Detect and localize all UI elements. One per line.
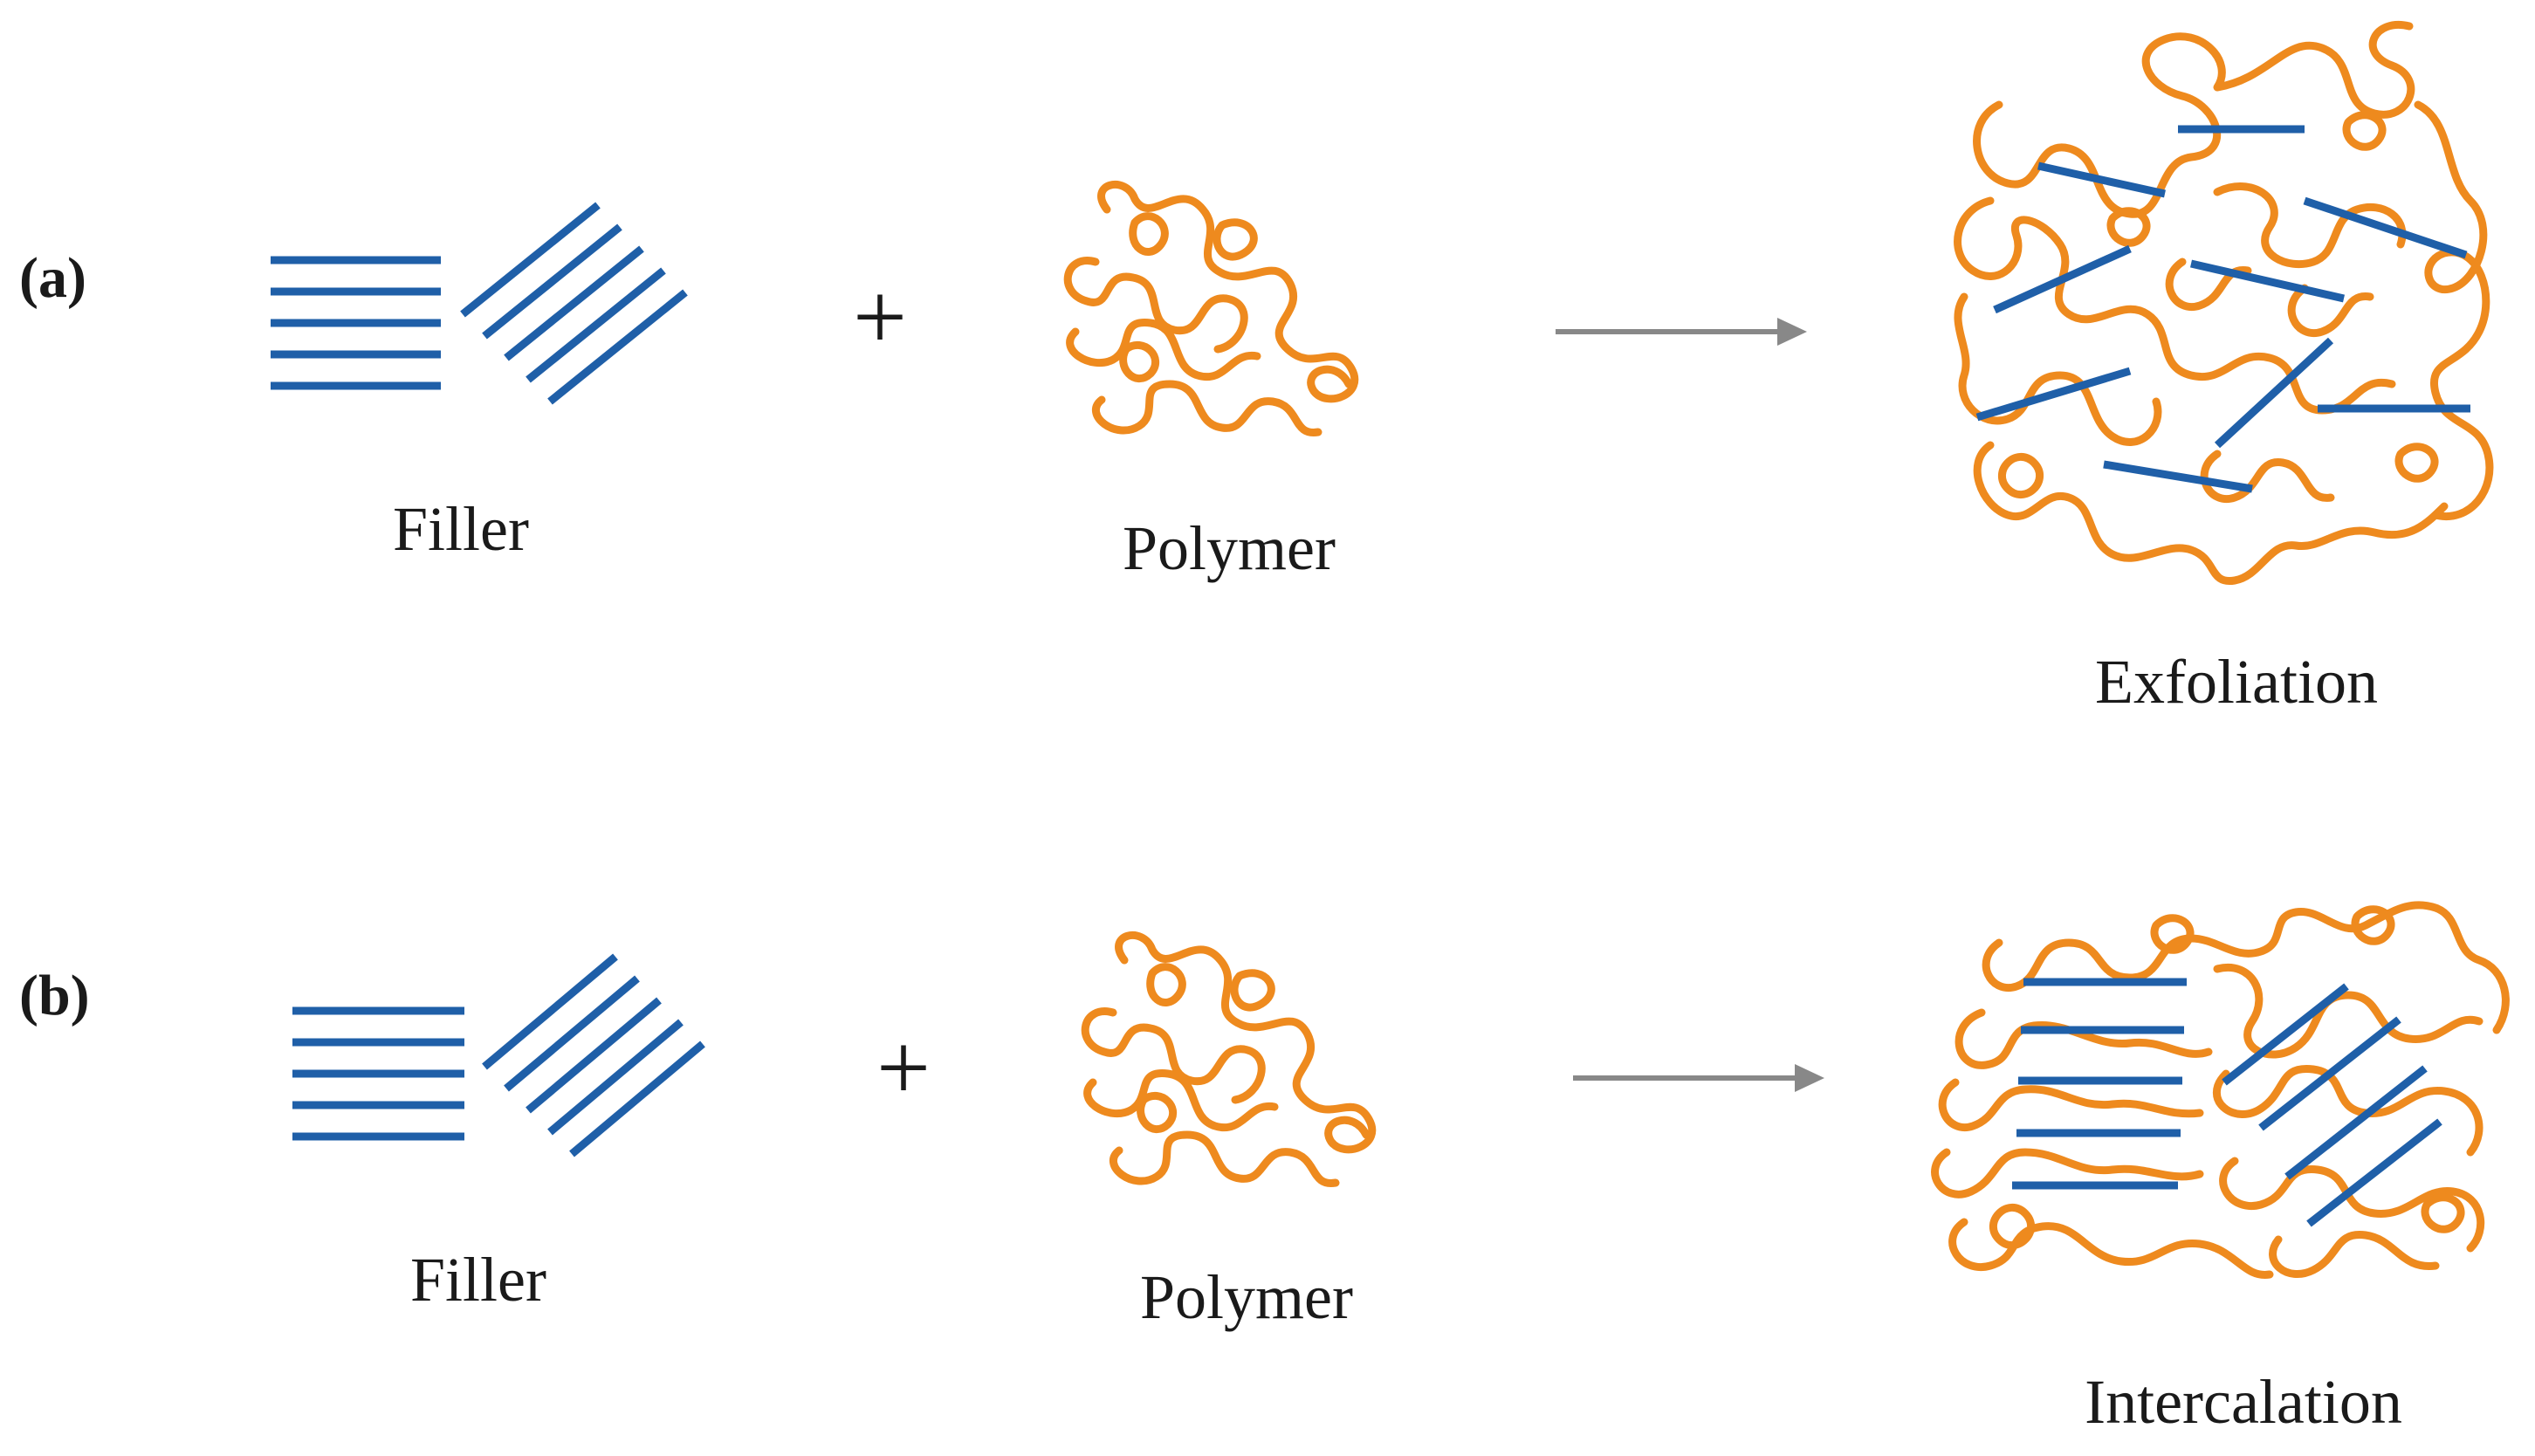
filler-sheet	[547, 289, 688, 405]
panel-label-b: (b)	[19, 964, 90, 1027]
filler-sheet	[2284, 1065, 2428, 1180]
filler-sheet	[504, 975, 640, 1092]
arrow-a	[1556, 318, 1807, 346]
filler-sheet	[2258, 1016, 2401, 1131]
intercalation-structure	[1931, 901, 2510, 1279]
filler-sheet	[547, 1019, 684, 1136]
filler-sheet	[2303, 196, 2468, 259]
filler-stack-a	[271, 202, 688, 405]
result-label-a: Exfoliation	[2095, 647, 2378, 717]
arrow-b	[1573, 1064, 1824, 1092]
filler-sheet	[1993, 244, 2132, 314]
filler-sheet	[460, 202, 601, 318]
filler-label-b: Filler	[410, 1245, 546, 1315]
plus-sign-a: +	[853, 264, 907, 370]
filler-sheet	[569, 1040, 705, 1157]
filler-stack-b	[292, 953, 705, 1157]
filler-sheet	[482, 953, 618, 1070]
svg-text:+: +	[876, 1014, 931, 1121]
polymer-coil-a	[1063, 181, 1359, 436]
filler-sheet	[504, 245, 644, 361]
row-b: (b) Filler + Polymer	[19, 901, 2510, 1437]
row-a: (a) Filler + Polymer	[19, 21, 2494, 717]
polymer-label-b: Polymer	[1140, 1262, 1353, 1332]
filler-sheet	[2214, 337, 2334, 449]
filler-sheet	[2306, 1118, 2442, 1227]
filler-sheet	[2037, 161, 2166, 198]
filler-sheet	[1975, 367, 2132, 422]
filler-sheet	[526, 267, 666, 383]
polymer-coil-b	[1081, 931, 1377, 1187]
result-label-b: Intercalation	[2085, 1367, 2402, 1437]
polymer-label-a: Polymer	[1123, 513, 1336, 583]
filler-sheet	[2189, 259, 2346, 303]
exfoliation-structure	[1954, 21, 2494, 585]
filler-label-a: Filler	[393, 494, 529, 564]
svg-text:+: +	[853, 264, 907, 370]
panel-label-a: (a)	[19, 246, 86, 310]
filler-sheet	[526, 997, 662, 1114]
filler-sheet	[2222, 983, 2349, 1086]
plus-sign-b: +	[876, 1014, 931, 1121]
filler-sheet	[482, 223, 622, 340]
filler-sheet	[2103, 460, 2253, 493]
